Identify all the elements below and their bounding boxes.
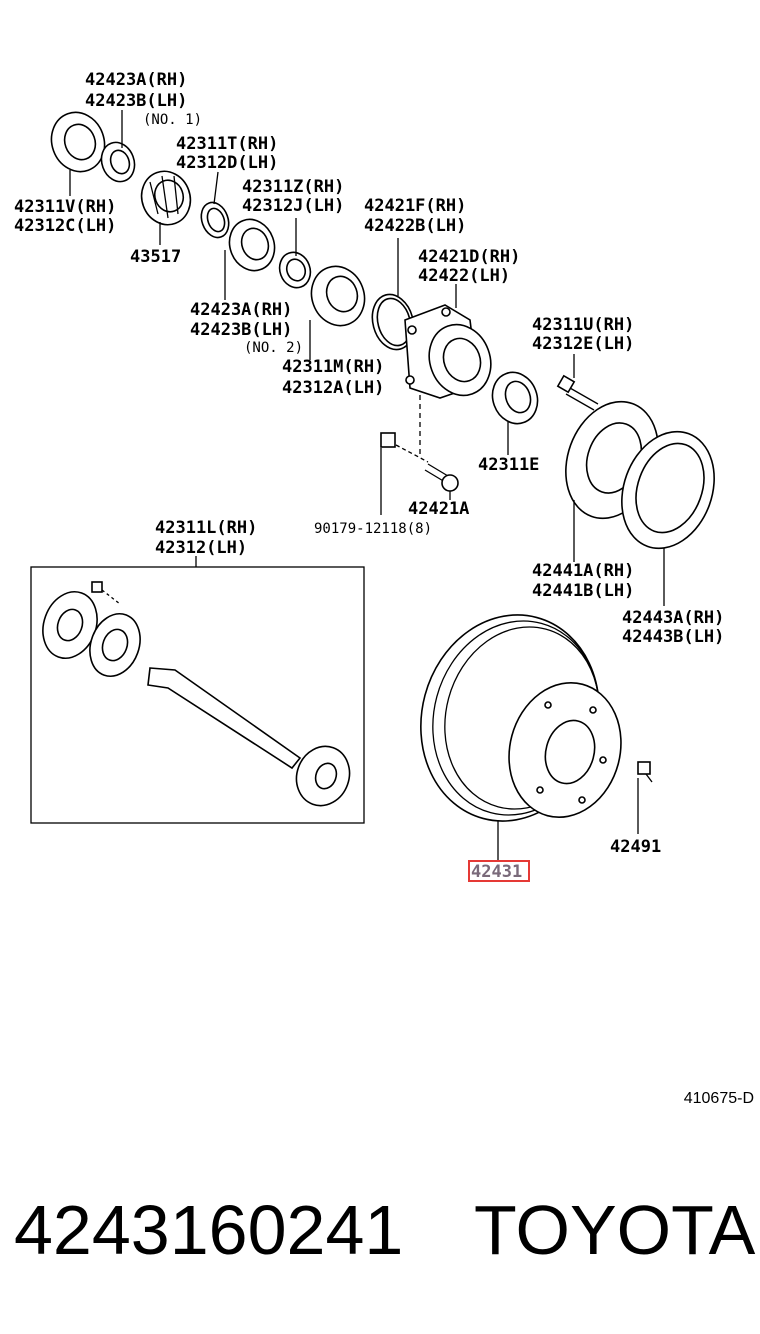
bearing-cup-no2 (228, 218, 276, 272)
spacer (278, 251, 312, 289)
disc-screw (637, 761, 653, 783)
footer: 4243160241 TOYOTA (14, 1190, 756, 1280)
label-42423A-no2: 42423A(RH) (190, 300, 292, 320)
brake-disc (420, 614, 622, 822)
o-ring (371, 293, 415, 351)
snap-ring (200, 201, 230, 239)
label-42311L: 42311L(RH) (155, 518, 257, 538)
highlight-box-42431 (468, 860, 530, 882)
hub-stud (424, 463, 459, 492)
label-42311U: 42311U(RH) (532, 315, 634, 335)
label-42312D: 42312D(LH) (176, 153, 278, 173)
parts-diagram: 42423A(RH) 42423B(LH) (NO. 1) 42311T(RH)… (14, 70, 724, 882)
label-42441A: 42441A(RH) (532, 561, 634, 581)
oil-seal-outer (50, 111, 106, 173)
brand-name: TOYOTA (474, 1191, 756, 1269)
label-42421F: 42421F(RH) (364, 196, 466, 216)
label-42422B: 42422B(LH) (364, 216, 466, 236)
label-42421D: 42421D(RH) (418, 247, 520, 267)
label-42422: 42422(LH) (418, 266, 510, 286)
label-42423B-no1: 42423B(LH) (85, 91, 187, 111)
label-42443B: 42443B(LH) (622, 627, 724, 647)
bearing-cone (140, 170, 192, 226)
label-42311M: 42311M(RH) (282, 357, 384, 377)
part-number: 4243160241 (14, 1191, 404, 1269)
label-42312C: 42312C(LH) (14, 216, 116, 236)
label-42441B: 42441B(LH) (532, 581, 634, 601)
leader-lines (69, 110, 665, 860)
label-42312E: 42312E(LH) (532, 334, 634, 354)
label-42312: 42312(LH) (155, 538, 247, 558)
label-42311E: 42311E (478, 455, 539, 475)
label-42491: 42491 (610, 837, 661, 857)
hub-nut (380, 432, 429, 463)
label-42311Z: 42311Z(RH) (242, 177, 344, 197)
drawing-code: 410675-D (683, 1090, 754, 1107)
axle-hub (404, 304, 492, 399)
hub-bearing (310, 265, 366, 327)
axle-shaft-inset (30, 566, 365, 824)
label-42423B-no2: 42423B(LH) (190, 320, 292, 340)
label-42423A-no1: 42423A(RH) (85, 70, 187, 90)
label-42311T: 42311T(RH) (176, 134, 278, 154)
label-42443A: 42443A(RH) (622, 608, 724, 628)
inner-seal (491, 371, 539, 425)
label-42311V: 42311V(RH) (14, 197, 116, 217)
label-42421A: 42421A (408, 499, 469, 519)
gasket (621, 430, 715, 550)
label-42431[interactable]: 42431 (471, 862, 522, 882)
label-no2: (NO. 2) (244, 340, 303, 356)
label-42312A: 42312A(LH) (282, 378, 384, 398)
label-43517: 43517 (130, 247, 181, 267)
label-90179-12118: 90179-12118(8) (314, 521, 432, 537)
hub-bolt (556, 374, 599, 411)
bearing-cup-no1 (100, 141, 136, 183)
label-no1: (NO. 1) (143, 112, 202, 128)
label-42312J: 42312J(LH) (242, 196, 344, 216)
